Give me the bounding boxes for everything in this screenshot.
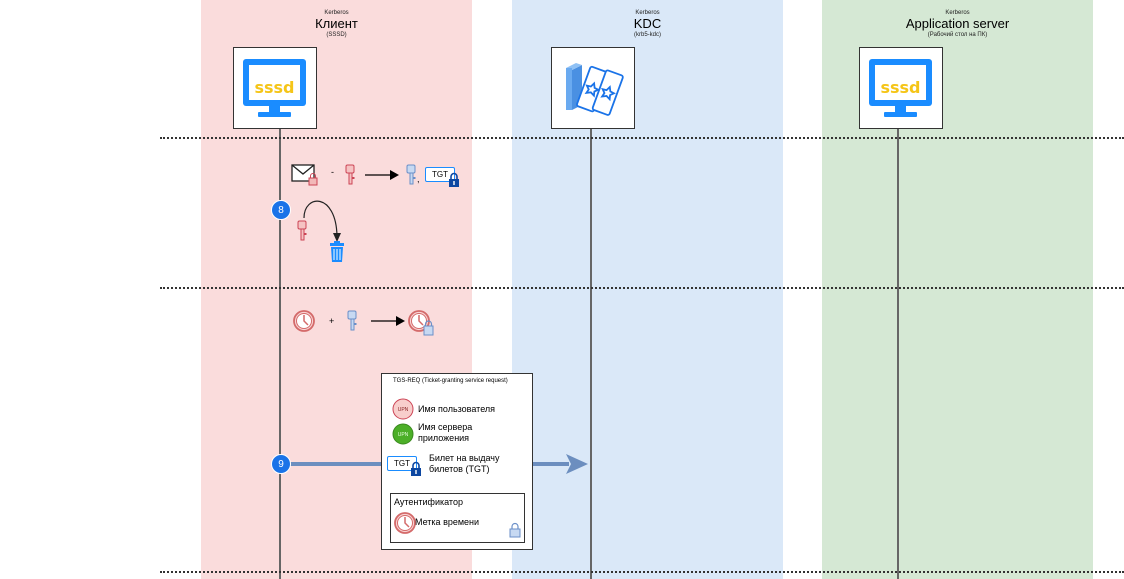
- discard-key-curve-arrow: [303, 200, 341, 242]
- sssd-label: sssd: [254, 78, 294, 97]
- lane-title: KDC: [633, 16, 662, 31]
- lifeline-kdc: [590, 129, 592, 579]
- plus-operator: +: [329, 316, 335, 326]
- tgs-req-arrowhead: [566, 454, 588, 474]
- message-title: TGS-REQ (Ticket-granting service request…: [393, 378, 508, 384]
- app-server-node: sssd: [859, 47, 943, 129]
- separator: [160, 287, 1124, 289]
- kdc-node: [551, 47, 635, 129]
- lifeline-client: [279, 129, 281, 579]
- lane-header-app: Kerberos Application server (Рабочий сто…: [822, 9, 1093, 40]
- lane-kind: Kerberos: [635, 10, 660, 16]
- authenticator-title: Аутентификатор: [394, 497, 463, 507]
- lane-kind: Kerberos: [324, 10, 349, 16]
- lane-title: Application server: [905, 16, 1010, 31]
- step-badge-8: 8: [271, 200, 291, 220]
- user-key-icon: [345, 164, 355, 185]
- lane-subtitle: (Рабочий стол на ПК): [927, 32, 988, 38]
- tgt-locked-icon: TGT: [425, 165, 459, 187]
- session-key-icon: [347, 310, 357, 331]
- client-node: sssd: [233, 47, 317, 129]
- lock-icon: [509, 522, 521, 538]
- tgs-req-arrow-line: [533, 462, 569, 466]
- tgt-label: TGT: [387, 456, 417, 471]
- lane-subtitle: (krb5-kdc): [633, 32, 661, 38]
- tgt-locked-icon: TGT: [387, 454, 421, 476]
- session-key-icon: [406, 164, 416, 185]
- lane-subtitle: (SSSD): [326, 32, 347, 38]
- step-badge-9: 9: [271, 454, 291, 474]
- upn-server-icon: UPN: [392, 423, 414, 445]
- arrow-right-icon: [365, 170, 399, 180]
- minus-operator: -: [331, 167, 334, 177]
- arrow-right-icon: [371, 316, 405, 326]
- clock-icon: [293, 310, 315, 332]
- upn-label: UPN: [398, 432, 409, 438]
- encrypted-clock-icon: [408, 310, 434, 336]
- separator: [160, 571, 1124, 573]
- item-server-name: Имя сервера приложения: [418, 422, 473, 443]
- separator: [160, 137, 1124, 139]
- upn-user-icon: UPN: [392, 398, 414, 420]
- sssd-monitor-icon: sssd: [869, 59, 932, 117]
- user-key-icon: [297, 220, 307, 241]
- server-tickets-icon: [566, 63, 624, 116]
- lock-icon: [411, 461, 421, 476]
- clock-icon: [394, 512, 416, 534]
- upn-label: UPN: [398, 407, 409, 413]
- tgs-req-message: TGS-REQ (Ticket-granting service request…: [381, 373, 533, 550]
- lane-kind: Kerberos: [945, 10, 970, 16]
- tgt-label: TGT: [425, 167, 455, 182]
- tgs-req-arrow-line: [282, 462, 382, 466]
- lane-header-kdc: Kerberos KDC (krb5-kdc): [512, 9, 783, 40]
- item-user-name: Имя пользователя: [418, 404, 496, 414]
- sssd-label: sssd: [880, 78, 920, 97]
- comma: ,: [417, 174, 420, 184]
- trash-icon: [330, 241, 344, 262]
- sssd-monitor-icon: sssd: [243, 59, 306, 117]
- authenticator-box: Аутентификатор Метка времени: [390, 493, 525, 543]
- encrypted-message-icon: [291, 164, 318, 186]
- lane-title: Клиент: [315, 16, 358, 31]
- item-tgt: Билет на выдачу билетов (TGT): [429, 453, 500, 474]
- lock-icon: [449, 172, 459, 187]
- lane-header-client: Kerberos Клиент (SSSD): [201, 9, 472, 40]
- authenticator-timestamp: Метка времени: [415, 517, 480, 527]
- lifeline-app: [897, 129, 899, 579]
